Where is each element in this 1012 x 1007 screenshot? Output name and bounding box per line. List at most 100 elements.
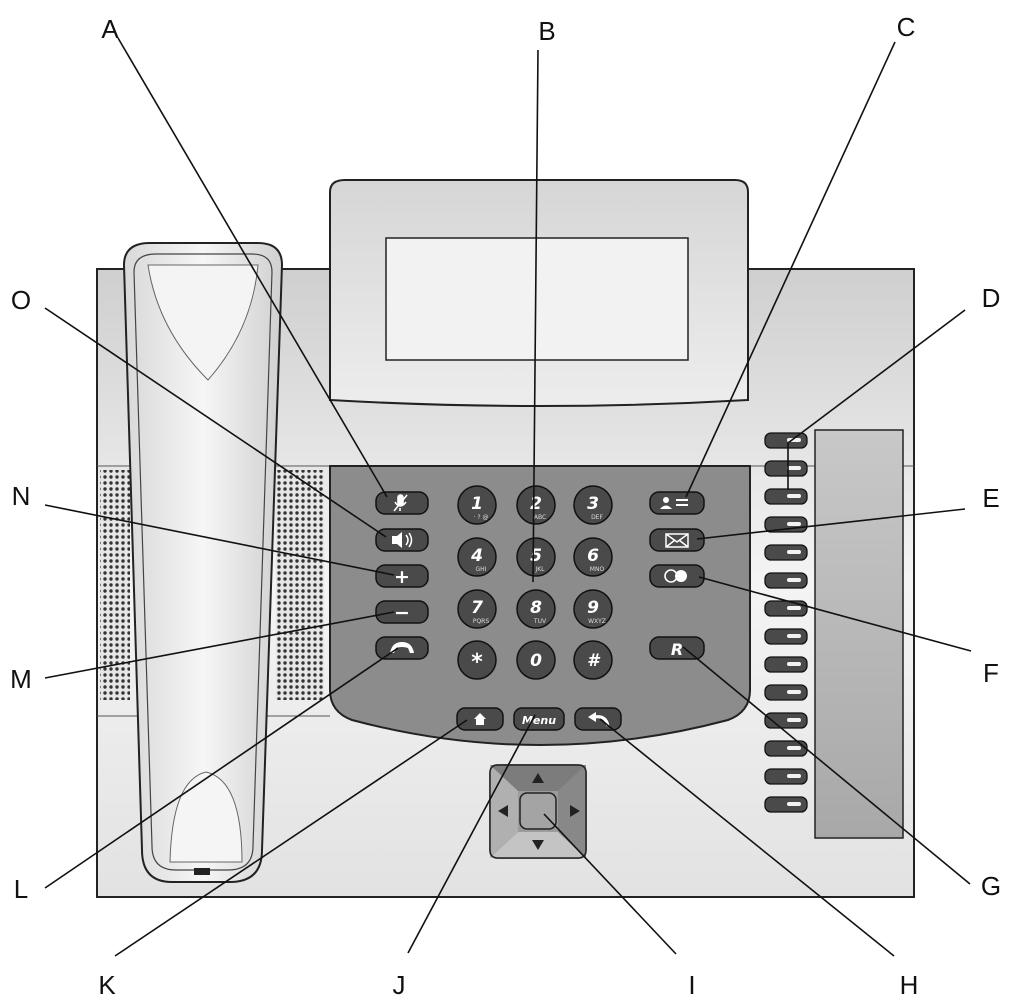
function-key-led: [787, 522, 801, 526]
navigation-pad[interactable]: [489, 764, 587, 859]
callout-E: E: [982, 483, 999, 513]
recall-label: R: [671, 640, 683, 659]
function-keys: [764, 432, 808, 813]
function-key-led: [787, 690, 801, 694]
key-3[interactable]: 3 DEF: [573, 485, 613, 525]
handset-inner-outline: [133, 253, 273, 871]
function-key-led: [787, 466, 801, 470]
key-9-digit: 9: [587, 598, 599, 618]
key-7-letters: PQRS: [473, 618, 490, 625]
key-4[interactable]: 4 GHI: [457, 537, 497, 577]
function-key-led: [787, 578, 801, 582]
volume-up-label: +: [394, 566, 410, 588]
callout-J: J: [393, 970, 406, 1000]
function-key-led: [787, 746, 801, 750]
key-1[interactable]: 1 · ? @: [457, 485, 497, 525]
menu-button[interactable]: Menu: [513, 707, 565, 731]
callout-K: K: [98, 970, 116, 1000]
key-8[interactable]: 8 TUV: [516, 589, 556, 629]
key-3-digit: 3: [587, 494, 599, 514]
key-6-digit: 6: [587, 546, 599, 566]
back-button[interactable]: [574, 707, 622, 731]
key-9-letters: WXYZ: [588, 618, 606, 625]
callout-O: O: [11, 285, 31, 315]
menu-label: Menu: [522, 714, 556, 727]
callout-I: I: [688, 970, 695, 1000]
speaker-grille-right: [276, 470, 324, 700]
hook-button[interactable]: [375, 636, 429, 660]
volume-up-button[interactable]: +: [375, 564, 429, 588]
key-4-digit: 4: [470, 546, 483, 566]
key-7-digit: 7: [471, 598, 483, 618]
volume-down-label: −: [394, 602, 410, 624]
callout-N: N: [12, 481, 31, 511]
function-key-led: [787, 662, 801, 666]
home-icon: [474, 713, 486, 725]
nav-left-arrow-icon[interactable]: [498, 805, 508, 817]
function-key[interactable]: [764, 432, 808, 449]
message-button[interactable]: [649, 528, 705, 552]
envelope-icon: [665, 533, 689, 548]
key-4-letters: GHI: [476, 566, 487, 573]
key-hash[interactable]: #: [573, 640, 613, 680]
key-6[interactable]: 6 MNO: [573, 537, 613, 577]
function-key[interactable]: [764, 544, 808, 561]
key-2-letters: ABC: [534, 514, 546, 521]
function-key-led: [787, 774, 801, 778]
key-5[interactable]: 5 JKL: [516, 537, 556, 577]
phonebook-button[interactable]: [649, 491, 705, 515]
callout-B: B: [538, 16, 555, 46]
callout-H: H: [900, 970, 919, 1000]
conference-button[interactable]: [649, 564, 705, 588]
key-6-letters: MNO: [590, 566, 605, 573]
speaker-grille-left: [100, 470, 130, 700]
callout-G: G: [981, 871, 1001, 901]
nav-right-arrow-icon[interactable]: [570, 805, 580, 817]
nav-ok-button[interactable]: [519, 792, 557, 830]
nav-down-arrow-icon[interactable]: [532, 840, 544, 850]
label-strip: [814, 429, 904, 839]
key-2[interactable]: 2 ABC: [516, 485, 556, 525]
callout-C: C: [897, 12, 916, 42]
function-key[interactable]: [764, 460, 808, 477]
function-key-led: [787, 634, 801, 638]
function-key-led: [787, 718, 801, 722]
key-2-digit: 2: [530, 494, 542, 514]
function-key[interactable]: [764, 684, 808, 701]
key-1-letters: · ? @: [474, 514, 489, 521]
callout-D: D: [982, 283, 1001, 313]
function-key[interactable]: [764, 600, 808, 617]
function-key[interactable]: [764, 768, 808, 785]
recall-button[interactable]: R: [649, 636, 705, 660]
key-9[interactable]: 9 WXYZ: [573, 589, 613, 629]
function-key[interactable]: [764, 796, 808, 813]
function-key[interactable]: [764, 488, 808, 505]
key-7[interactable]: 7 PQRS: [457, 589, 497, 629]
nav-up-arrow-icon[interactable]: [532, 773, 544, 783]
function-key[interactable]: [764, 628, 808, 645]
function-key[interactable]: [764, 740, 808, 757]
display-screen: [385, 237, 689, 361]
function-key-led: [787, 494, 801, 498]
handset-icon: [390, 642, 414, 653]
key-5-digit: 5: [530, 546, 542, 566]
key-8-letters: TUV: [533, 618, 547, 625]
key-star[interactable]: *: [457, 640, 497, 680]
function-key-led: [787, 606, 801, 610]
phonebook-icon: [660, 497, 688, 509]
handset-mouthpiece: [169, 771, 243, 863]
speaker-button[interactable]: [375, 528, 429, 552]
function-key[interactable]: [764, 572, 808, 589]
mute-button[interactable]: [375, 491, 429, 515]
function-key-led: [787, 802, 801, 806]
volume-down-button[interactable]: −: [375, 600, 429, 624]
key-star-digit: *: [471, 650, 483, 675]
speaker-icon: [392, 532, 413, 548]
function-key[interactable]: [764, 656, 808, 673]
home-button[interactable]: [456, 707, 504, 731]
key-hash-digit: #: [587, 651, 601, 671]
conference-icon: [664, 569, 687, 583]
key-0[interactable]: 0: [516, 640, 556, 680]
callout-L: L: [14, 874, 28, 904]
